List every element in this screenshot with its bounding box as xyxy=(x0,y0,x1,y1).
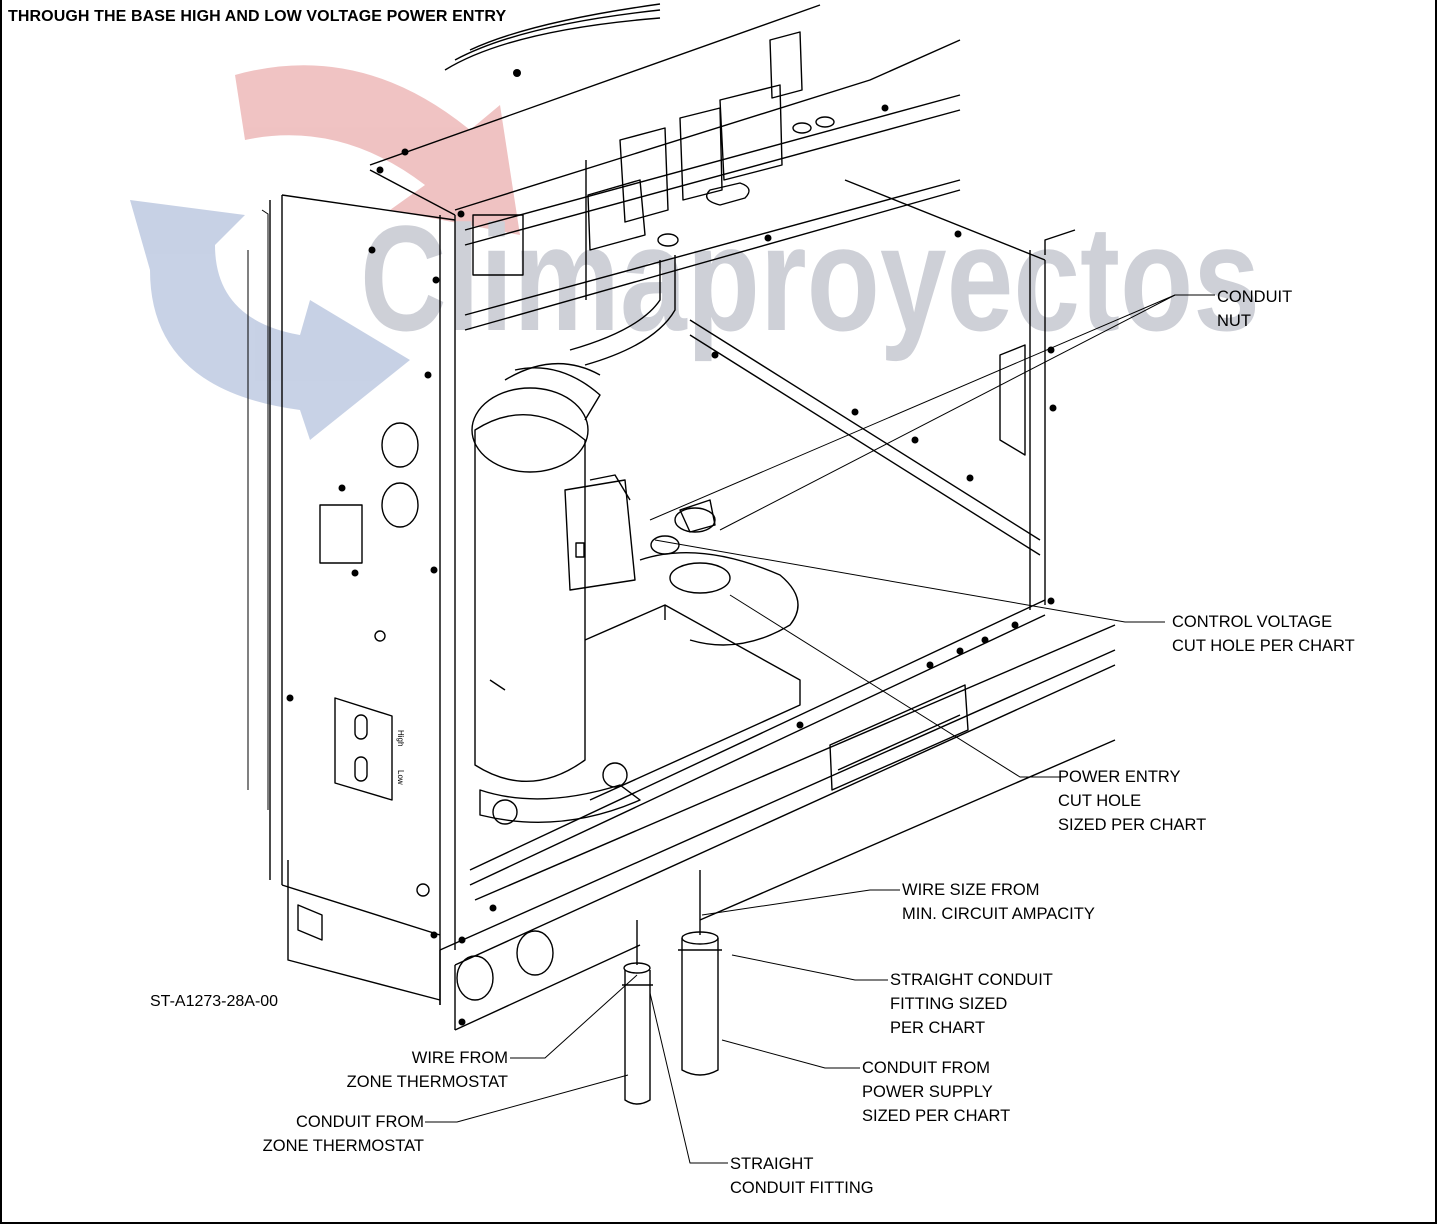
callout-line: CONDUIT FROM xyxy=(862,1059,991,1077)
callout-power-entry: POWER ENTRY CUT HOLE SIZED PER CHART xyxy=(1058,765,1206,837)
high-mark: High xyxy=(396,730,405,746)
callout-conduit-power: CONDUIT FROM POWER SUPPLY SIZED PER CHAR… xyxy=(862,1056,1010,1128)
figure-title: THROUGH THE BASE HIGH AND LOW VOLTAGE PO… xyxy=(8,8,507,25)
callout-line: MIN. CIRCUIT AMPACITY xyxy=(902,905,1095,923)
base-rail xyxy=(297,599,1116,1031)
callout-line: WIRE FROM xyxy=(411,1049,508,1067)
low-mark: Low xyxy=(396,770,405,785)
callout-line: ZONE THERMOSTAT xyxy=(262,1137,424,1155)
coil-fins xyxy=(247,209,269,810)
callout-line: CONDUIT FROM xyxy=(295,1113,424,1131)
callout-line: FITTING SIZED xyxy=(890,995,1008,1013)
fan-guard xyxy=(444,3,661,71)
base-plate xyxy=(584,499,801,801)
watermark-text: Climaproyectos xyxy=(360,194,1260,362)
callout-line: POWER ENTRY xyxy=(1058,768,1181,786)
callout-line: SIZED PER CHART xyxy=(862,1107,1011,1125)
callout-line: PER CHART xyxy=(890,1019,986,1037)
callout-line: WIRE SIZE FROM xyxy=(902,881,1040,899)
watermark-blue-arrow xyxy=(130,200,410,440)
callout-line: POWER SUPPLY xyxy=(862,1083,993,1101)
callout-wire-thermostat: WIRE FROM ZONE THERMOSTAT xyxy=(320,1046,508,1094)
screws xyxy=(286,69,1057,1026)
callout-line: CUT HOLE xyxy=(1058,792,1142,810)
callout-conduit-thermostat: CONDUIT FROM ZONE THERMOSTAT xyxy=(232,1110,424,1158)
control-box xyxy=(369,4,961,300)
callout-line: CONDUIT xyxy=(1217,288,1293,306)
callout-wire-size: WIRE SIZE FROM MIN. CIRCUIT AMPACITY xyxy=(902,878,1095,926)
callout-conduit-nut: CONDUIT NUT xyxy=(1217,285,1292,333)
drawing-code: ST-A1273-28A-00 xyxy=(150,993,279,1010)
callout-straight-fitting: STRAIGHT CONDUIT FITTING xyxy=(730,1152,874,1200)
callout-line: CUT HOLE PER CHART xyxy=(1172,637,1355,655)
callout-line: CONTROL VOLTAGE xyxy=(1172,613,1333,631)
callout-line: ZONE THERMOSTAT xyxy=(346,1073,508,1091)
compressor xyxy=(471,255,676,825)
conduit-thermostat xyxy=(622,920,653,1105)
watermark: Climaproyectos xyxy=(130,65,1260,440)
left-panel xyxy=(269,169,456,1005)
rear-frame xyxy=(464,179,1076,610)
callout-line: SIZED PER CHART xyxy=(1058,816,1207,834)
leader-lines xyxy=(425,294,1215,1164)
callout-line: CONDUIT FITTING xyxy=(730,1179,874,1197)
callout-straight-fitting-sized: STRAIGHT CONDUIT FITTING SIZED PER CHART xyxy=(890,968,1053,1040)
side-fittings xyxy=(319,422,430,897)
callout-control-voltage: CONTROL VOLTAGE CUT HOLE PER CHART xyxy=(1172,610,1355,658)
conduit-power xyxy=(678,870,722,1076)
callout-line: NUT xyxy=(1217,312,1251,330)
callout-line: STRAIGHT CONDUIT xyxy=(890,971,1053,989)
watermark-red-arrow xyxy=(235,65,520,235)
callout-line: STRAIGHT xyxy=(730,1155,814,1173)
